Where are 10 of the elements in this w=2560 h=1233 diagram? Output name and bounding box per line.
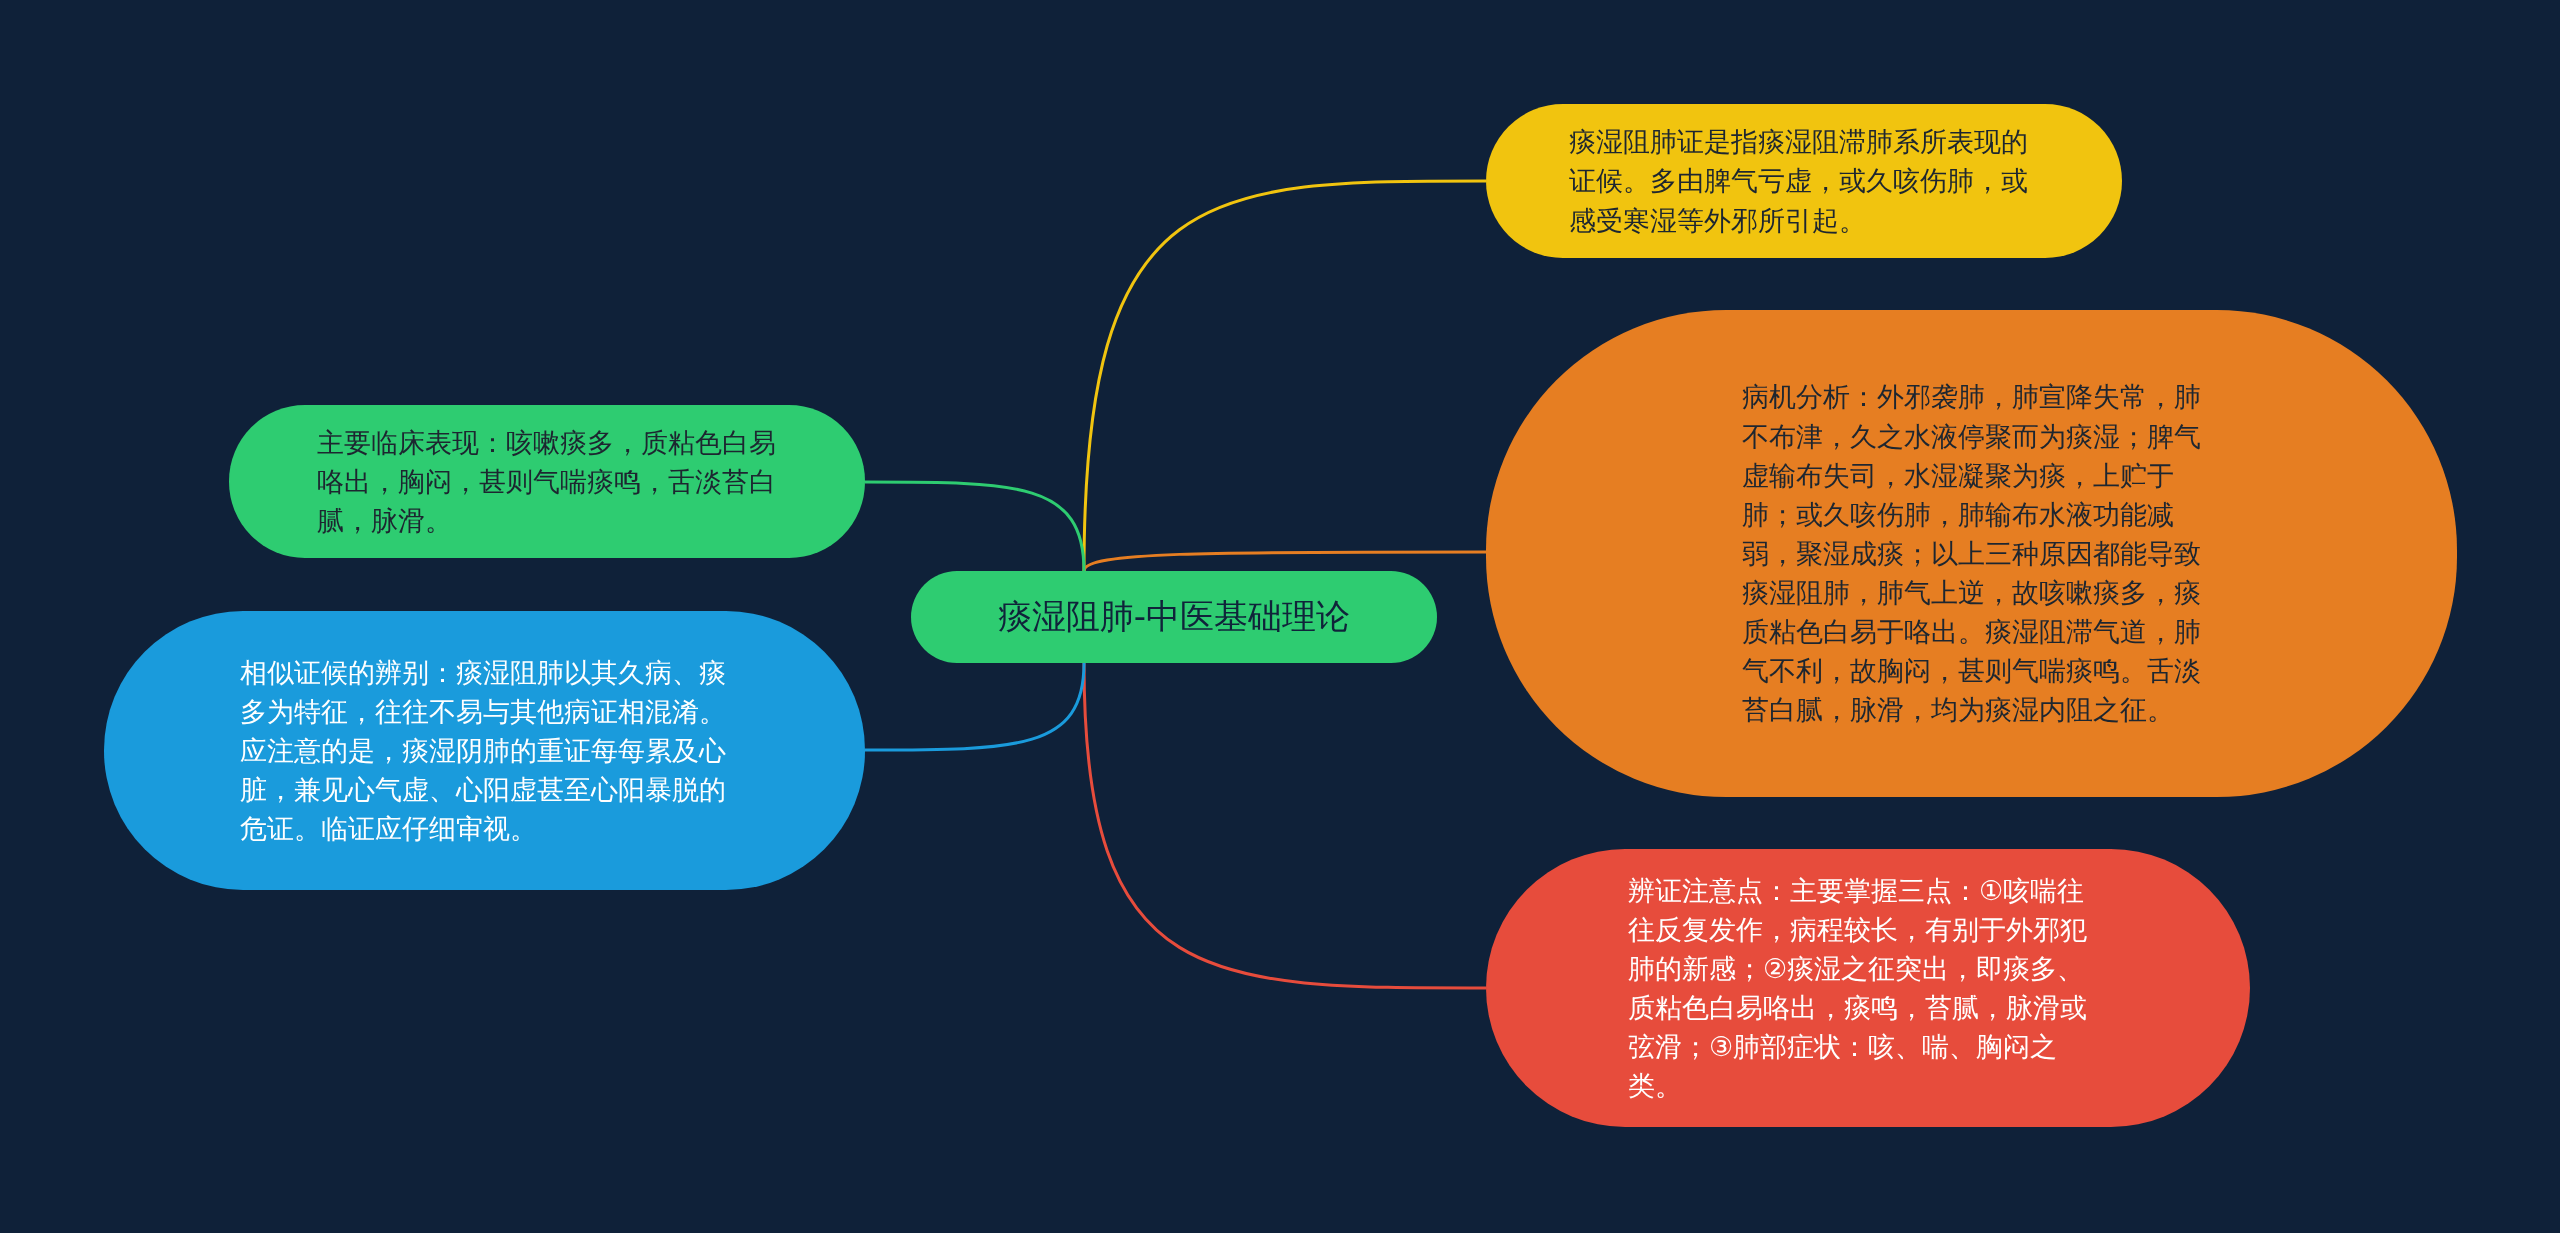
connector-line <box>865 662 1086 752</box>
topic-text: 痰湿阻肺证是指痰湿阻滞肺系所表现的证候。多由脾气亏虚，或久咳伤肺，或感受寒湿等外邪所引起。 <box>1569 125 2029 238</box>
topic-text: 主要临床表现：咳嗽痰多，质粘色白易咯出，胸闷，甚则气喘痰鸣，舌淡苔白腻，脉滑。 <box>317 425 777 539</box>
connector-line <box>1082 550 1486 572</box>
topic-text: 病机分析：外邪袭肺，肺宣降失常，肺不布津，久之水液停聚而为痰湿；脾气虚输布失司，水湿凝聚为痰，上贮于肺；或久咳伤肺，肺输布水液功能减弱，聚湿成痰；以上三种原因都能导致痰湿阻肺，肺气上逆，故咳嗽痰多，痰质粘色白易于咯出。痰湿阻滞气道，肺气不利，故胸闷，甚则气喘痰鸣。舌淡苔白腻，脉滑，均为痰湿内阻之征。 <box>1741 380 2202 728</box>
topic-text: 辨证注意点：主要掌握三点：①咳喘往往反复发作，病程较长，有别于外邪犯肺的新感；②痰湿之征突出，即痰多、质粘色白易咯出，痰鸣，苔腻，脉滑或弦滑；③肺部症状：咳、喘、胸闷之类。 <box>1628 873 2088 1104</box>
topic-text: 相似证候的辨别：痰湿阻肺以其久病、痰多为特征，往往不易与其他病证相混淆。应注意的是，痰湿阴肺的重证每每累及心脏，兼见心气虚、心阳虚甚至心阳暴脱的危证。临证应仔细审视。 <box>239 655 727 847</box>
connector-line <box>865 480 1086 572</box>
connector-line <box>1082 662 1486 990</box>
topic-text: 痰湿阻肺-中医基础理论 <box>996 595 1352 639</box>
